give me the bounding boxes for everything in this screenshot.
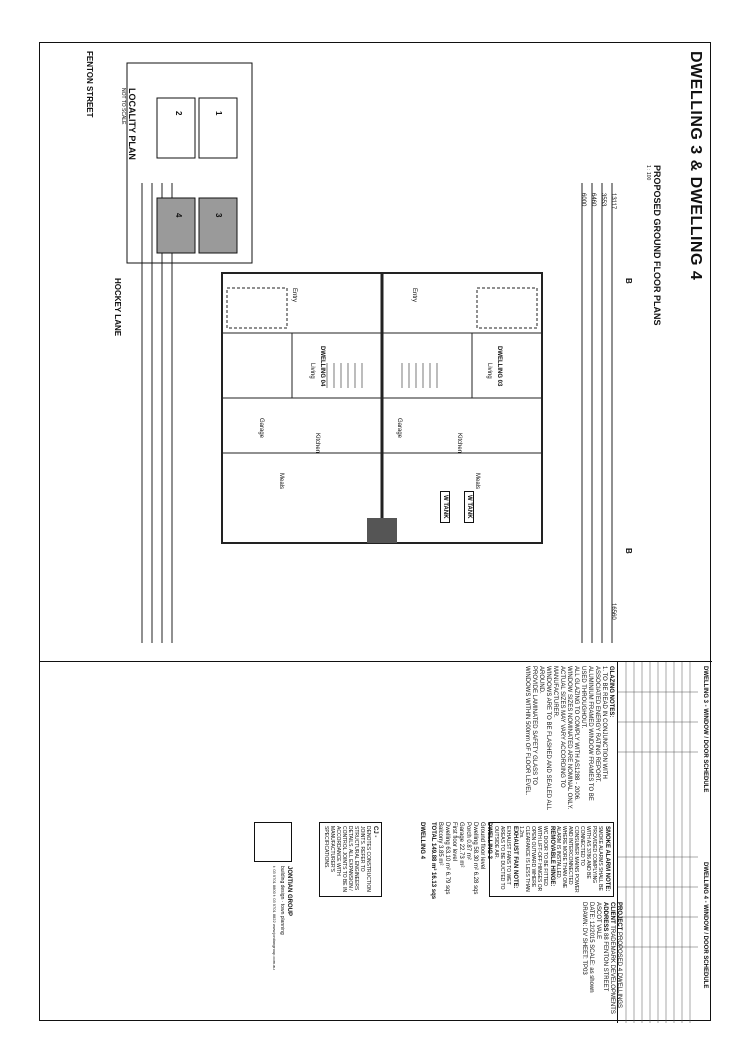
scale-label: SCALE: <box>588 944 594 966</box>
rotated-drawing: DWELLING 3 & DWELLING 4 PROPOSED GROUND … <box>40 43 712 1023</box>
room-label-meals-4: Meals <box>278 473 284 490</box>
area-d4-title: DWELLING 4 <box>419 822 425 859</box>
area-schedule: DWELLING 3 Ground floor level Dwelling 5… <box>418 822 492 900</box>
exhaust-fan-title: EXHAUST FAN NOTE: <box>512 826 518 889</box>
dim-overall-right: 16560 <box>610 603 616 620</box>
lot-4-label: 4 <box>174 213 183 218</box>
sheet-value: TP03 <box>581 960 587 975</box>
area-total-sq: 16.13 sqs <box>430 872 436 900</box>
smoke-alarm-note-title: SMOKE ALARM NOTE: <box>604 826 610 892</box>
address-label: ADDRESS <box>602 902 608 932</box>
room-label-living-4: Living <box>309 363 315 379</box>
water-tank-tag-4: W TANK <box>440 491 450 523</box>
area-row-sq: 6.28 sqs <box>472 871 478 895</box>
room-label-kitchen-3: Kitchen <box>456 433 462 454</box>
street-label-hockey: HOCKEY LANE <box>113 278 122 337</box>
address-value-2: ASCOT VALE <box>595 902 601 940</box>
drawn-value: DV <box>581 927 587 937</box>
drawn-label: DRAWN: <box>581 902 587 927</box>
date-label: DATE: <box>588 902 594 920</box>
smoke-alarm-note-text: SMOKE ALARMS SHALL BE PROVIDED COMPLYING… <box>555 826 603 893</box>
window-door-schedules: DWELLING 3 - WINDOW / DOOR SCHEDULE DWEL… <box>617 662 712 1023</box>
title-block: DWELLING 3 - WINDOW / DOOR SCHEDULE DWEL… <box>40 661 712 1023</box>
area-row-value: 0.87 m² <box>465 839 471 860</box>
area-row-value: 63.10 m² <box>444 846 450 871</box>
room-label-dwelling-3: DWELLING 03 <box>496 346 502 387</box>
plan-scale: 1 : 100 <box>645 165 651 181</box>
area-row-value: 3.85 m² <box>437 845 443 866</box>
glazing-notes: GLAZING NOTES: 1. TO BE READ IN CONJUNCT… <box>523 666 614 816</box>
room-label-dwelling-4: DWELLING 04 <box>319 346 325 387</box>
drawing-sheet: DWELLING 3 & DWELLING 4 PROPOSED GROUND … <box>39 42 712 1023</box>
company-logo-icon <box>254 822 292 862</box>
area-d3-title: DWELLING 3 <box>486 822 492 859</box>
company-block: JONTIAN GROUP building design · town pla… <box>254 822 292 970</box>
exhaust-fan-text: EXHAUST FANS TO WET AREAS TO BE DUCTED T… <box>493 826 511 890</box>
cj-text: DENOTES CONSTRUCTION JOINTS. REFER TO ST… <box>323 826 371 893</box>
client-value: TRADEMARK DEVELOPMENTS <box>609 925 615 1014</box>
area-row-label: Porch <box>465 822 471 838</box>
room-label-entry-4: Entry <box>291 288 297 303</box>
project-label: PROJECT <box>616 902 622 931</box>
dim-overall-top: 13117 <box>610 193 616 210</box>
dim-top-b: 6460 <box>590 193 596 207</box>
dim-top-c: 6000 <box>580 193 586 207</box>
room-label-garage-3: Garage <box>396 418 402 439</box>
area-row-label: Dwelling <box>472 822 478 845</box>
floor-plan-svg <box>141 183 613 643</box>
project-value: PROPOSED 4 DWELLINGS <box>616 932 622 1009</box>
schedule-dwelling-4-title: DWELLING 4 - WINDOW / DOOR SCHEDULE <box>702 862 708 989</box>
area-ground-label: Ground floor level <box>479 822 485 870</box>
area-first-label: First floor level <box>451 822 457 862</box>
locality-plan-note: NOT TO SCALE <box>120 88 126 125</box>
locality-plan-title: LOCALITY PLAN <box>127 88 137 160</box>
room-label-meals-3: Meals <box>474 473 480 490</box>
area-total-value: 149.88 m² <box>430 843 436 871</box>
area-row-label: Dwelling <box>444 822 450 845</box>
glazing-note-6: PROVIDE LAMINATED SAFETY GLASS TO WINDOW… <box>524 666 537 796</box>
glazing-note-5: WINDOWS ARE TO BE FLASHED AND SEALED ALL… <box>538 666 551 810</box>
area-row-label: Balcony <box>437 822 443 844</box>
removable-hinge-text: WC DOOR TO BE FITTED WITH LIFT-OFF HINGE… <box>518 826 548 892</box>
room-label-entry-3: Entry <box>411 288 417 303</box>
glazing-note-4: WINDOW SIZES NOMINATED ARE NOMINAL ONLY.… <box>552 666 572 810</box>
removable-hinge-title: REMOVABLE HINGE: <box>549 826 555 887</box>
address-value: 88 FENTON STREET <box>602 933 608 992</box>
street-label-fenton: FENTON STREET <box>85 51 94 118</box>
project-info-block: PROJECT PROPOSED 4 DWELLINGS CLIENT TRAD… <box>407 902 622 1023</box>
sheet-label: SHEET: <box>581 937 587 959</box>
glazing-notes-title: GLAZING NOTES: <box>608 666 614 718</box>
area-total-label: TOTAL <box>430 822 436 842</box>
schedule-grid <box>618 662 698 1023</box>
room-label-kitchen-4: Kitchen <box>314 433 320 454</box>
area-row-value: 22.73 m² <box>458 843 464 868</box>
section-mark-top: B <box>624 278 633 284</box>
drawing-title: DWELLING 3 & DWELLING 4 <box>687 51 704 281</box>
scale-value: as shown <box>588 967 594 993</box>
lot-2-label: 2 <box>174 111 183 116</box>
plan-subtitle: PROPOSED GROUND FLOOR PLANS <box>652 165 662 326</box>
area-row-sq: 6.79 sqs <box>444 871 450 895</box>
glazing-note-3: ALL GLAZING TO COMPLY WITH AS1288 - 2006… <box>573 666 579 801</box>
cj-label: CJ - <box>372 826 378 838</box>
dim-top-a: 3553 <box>600 193 606 207</box>
cj-note-box: CJ - DENOTES CONSTRUCTION JOINTS. REFER … <box>319 822 382 897</box>
glazing-note-2: ALUMINIUM FRAMED WINDOW FRAMES TO BE USE… <box>580 666 593 801</box>
glazing-note-1: 1. TO BE READ IN CONJUNCTION WITH ASSOCI… <box>594 666 607 783</box>
lot-3-label: 3 <box>214 213 223 218</box>
lot-1-label: 1 <box>214 111 223 116</box>
date-value: 12/2015 <box>588 920 594 943</box>
area-row-label: Garage <box>458 822 464 843</box>
notes-box: SMOKE ALARM NOTE: SMOKE ALARMS SHALL BE … <box>489 822 614 897</box>
section-mark-bottom: B <box>624 548 633 554</box>
locality-plan-svg <box>126 62 253 264</box>
area-row-value: 58.30 m² <box>472 846 478 871</box>
water-tank-tag-3: W TANK <box>464 491 474 523</box>
schedule-dwelling-3-title: DWELLING 3 - WINDOW / DOOR SCHEDULE <box>702 666 708 793</box>
room-label-garage-4: Garage <box>258 418 264 439</box>
client-label: CLIENT <box>609 902 615 924</box>
room-label-living-3: Living <box>486 363 492 379</box>
